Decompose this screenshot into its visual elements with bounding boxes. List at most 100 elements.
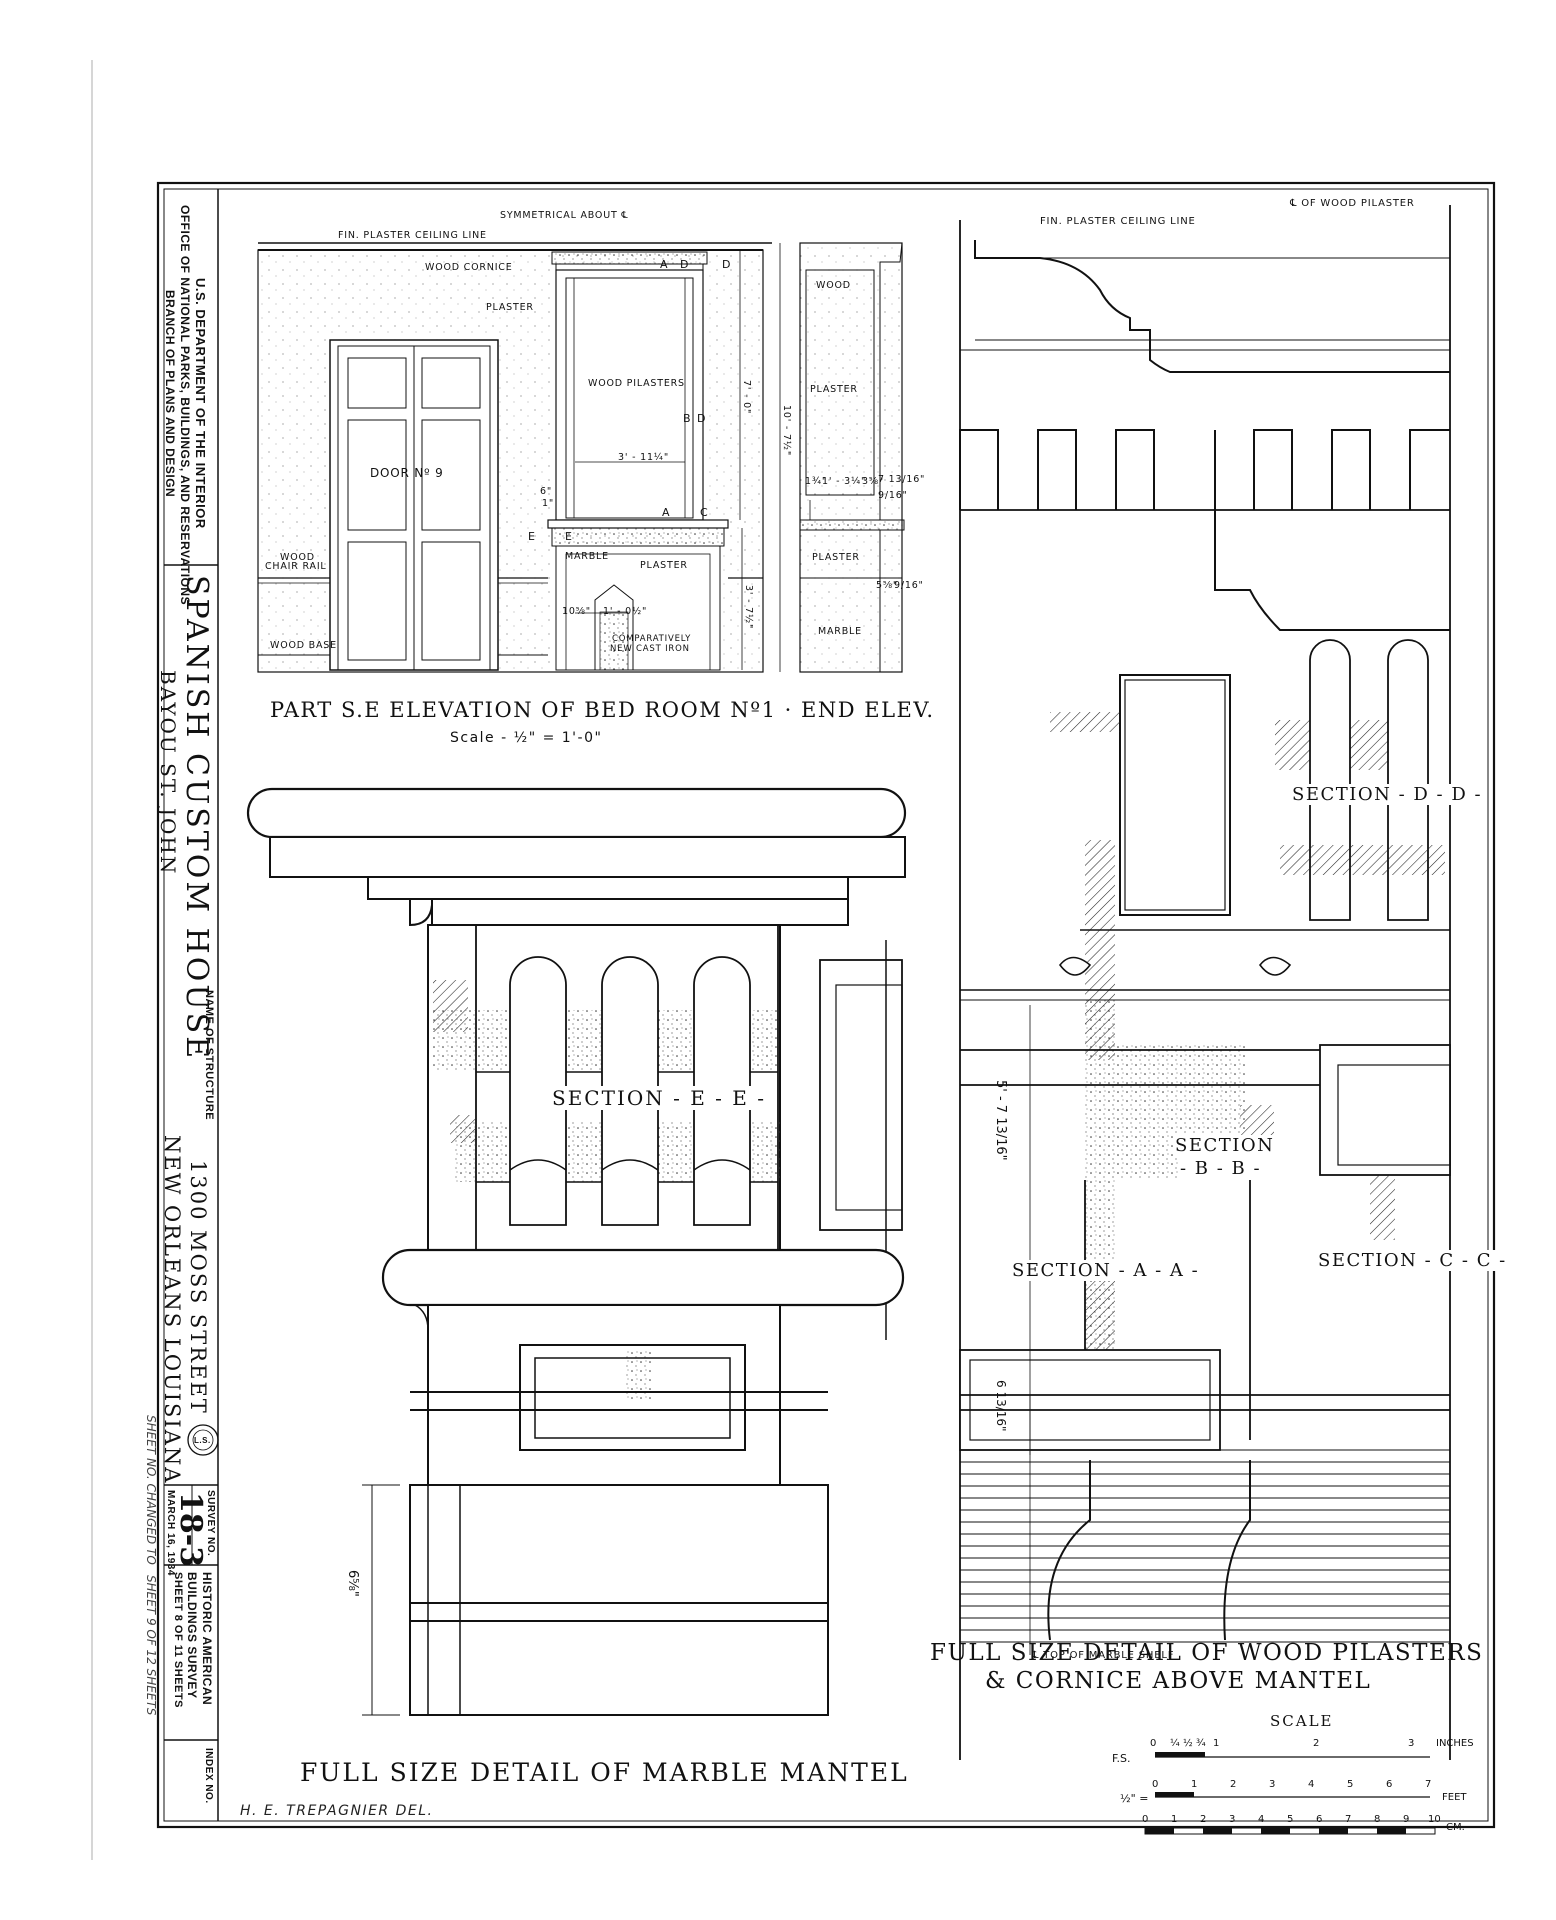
scale-row3-unit: CM. (1446, 1822, 1465, 1833)
pilaster-dim-main: 5' - 7 13/16" (993, 1080, 1008, 1161)
scale-row2-tick-2: 2 (1230, 1779, 1237, 1790)
section-mark-d-mid: D (697, 412, 707, 425)
dim-side-5: 9/16" (878, 490, 908, 501)
index-no-label: INDEX NO. (203, 1748, 214, 1804)
dim-total: 10' - 7½" (781, 405, 792, 456)
dim-mantel: 3' - 7½" (743, 585, 754, 630)
structure-subname: BAYOU ST. JOHN (156, 670, 180, 876)
dim-side-4: 7 13/16" (878, 474, 926, 485)
agency-line-2: OFFICE OF NATIONAL PARKS, BUILDINGS, AND… (178, 205, 192, 606)
scale-row2-tick-4: 4 (1308, 1779, 1315, 1790)
scale-row3-tick-4: 4 (1258, 1814, 1265, 1825)
scale-row1-label: F.S. (1112, 1752, 1131, 1765)
scale-row1-unit: INCHES (1436, 1738, 1474, 1749)
label-wood-cornice: WOOD CORNICE (425, 262, 513, 273)
scale-row3-tick-9: 9 (1403, 1814, 1410, 1825)
dim-small-1: 6" (540, 486, 553, 497)
scale-bars (1144, 1752, 1436, 1835)
label-cast-iron-2: NEW CAST IRON (610, 644, 690, 654)
pilaster-caption-1: FULL SIZE DETAIL OF WOOD PILASTERS (930, 1640, 1484, 1666)
label-wood-base: WOOD BASE (270, 640, 337, 651)
agency-line-1: U.S. DEPARTMENT OF THE INTERIOR (193, 278, 208, 529)
dim-width: 3' - 11¼" (618, 452, 669, 463)
section-aa-label: SECTION - A - A - (1012, 1260, 1200, 1281)
scale-row1-tick-5: 2 (1313, 1738, 1320, 1749)
section-mark-c: C (700, 506, 709, 519)
scale-row2-tick-0: 0 (1152, 1779, 1159, 1790)
pilaster-centerline-label: ℄ OF WOOD PILASTER (1290, 198, 1415, 209)
label-chair-rail-1: WOOD (280, 552, 315, 563)
address-line-1: 1300 MOSS STREET (186, 1160, 210, 1415)
dim-side-6: 5⅝" (876, 580, 899, 591)
scale-row3-tick-5: 5 (1287, 1814, 1294, 1825)
delineator-credit: H. E. TREPAGNIER DEL. (240, 1803, 434, 1819)
section-mark-a-low: A (662, 506, 671, 519)
scale-row2-tick-7: 7 (1425, 1779, 1432, 1790)
mantel-caption: FULL SIZE DETAIL OF MARBLE MANTEL (300, 1758, 909, 1787)
pilaster-ceiling-label: FIN. PLASTER CEILING LINE (1040, 216, 1196, 227)
scale-row1-tick-6: 3 (1408, 1738, 1415, 1749)
scale-row1-tick-4: 1 (1213, 1738, 1220, 1749)
section-bb-label-1: SECTION (1175, 1135, 1275, 1156)
label-plaster-2: PLASTER (640, 560, 688, 571)
elevation-scale-note: Scale - ½" = 1'-0" (450, 730, 603, 746)
scale-row3-tick-3: 3 (1229, 1814, 1236, 1825)
dim-opening-c: 1' - 0½" (603, 606, 648, 617)
section-mark-d-top-2: D (722, 258, 732, 271)
marble-shelf-label: ℄ TOP OF MARBLE SHELF (1032, 1650, 1175, 1661)
pilaster-dim-small: 6 13/16" (994, 1380, 1008, 1432)
scale-row1-tick-2: ½ (1183, 1738, 1193, 1749)
scale-row3-tick-6: 6 (1316, 1814, 1323, 1825)
section-mark-e-right: E (565, 530, 573, 543)
structure-name: SPANISH CUSTOM HOUSE (179, 575, 214, 1062)
label-marble: MARBLE (565, 551, 609, 562)
dim-opening-w: 10⅝" (562, 606, 591, 617)
scale-row3-tick-1: 1 (1171, 1814, 1178, 1825)
scale-row3-tick-10: 10 (1428, 1814, 1441, 1825)
section-mark-d-top: D (680, 258, 690, 271)
pilaster-detail-drawing (959, 205, 1451, 1760)
dim-side-7: 9/16" (894, 580, 924, 591)
label-cast-iron-1: COMPARATIVELY (612, 634, 692, 644)
scale-row3-tick-2: 2 (1200, 1814, 1207, 1825)
agency-line-3: BRANCH OF PLANS AND DESIGN (163, 290, 177, 498)
label-wood-pilasters: WOOD PILASTERS (588, 378, 685, 389)
section-bb-label-2: - B - B - (1180, 1158, 1262, 1179)
scale-row2-tick-3: 3 (1269, 1779, 1276, 1790)
pilaster-caption-2: & CORNICE ABOVE MANTEL (985, 1668, 1372, 1694)
label-symmetrical: SYMMETRICAL ABOUT ℄ (500, 210, 629, 221)
section-mark-e-left: E (528, 530, 536, 543)
elevation-drawing (257, 242, 905, 673)
dim-height: 7' - 0" (741, 380, 752, 415)
dim-side-2: 1' - 3¼" (822, 476, 867, 487)
label-chair-rail-2: CHAIR RAIL (265, 561, 327, 572)
label-door: DOOR Nº 9 (370, 466, 444, 480)
scale-row2-tick-6: 6 (1386, 1779, 1393, 1790)
scale-row2-tick-1: 1 (1191, 1779, 1198, 1790)
scale-row3-tick-8: 8 (1374, 1814, 1381, 1825)
habs-line-3: SHEET 8 OF 11 SHEETS (172, 1572, 184, 1708)
elevation-caption: PART S.E ELEVATION OF BED ROOM Nº1 · END… (270, 698, 935, 722)
label-plaster: PLASTER (486, 302, 534, 313)
mantel-dim: 6⅝" (345, 1570, 360, 1597)
dim-side-1: 1¾" (805, 476, 828, 487)
scale-row1-tick-3: ¾ (1196, 1738, 1206, 1749)
scale-row2-label: ½" = (1120, 1792, 1149, 1805)
handwritten-note-1: SHEET NO. CHANGED TO (144, 1415, 158, 1565)
scale-row2-unit: FEET (1442, 1792, 1467, 1803)
scale-row1-tick-1: ¼ (1170, 1738, 1180, 1749)
section-ee-label: SECTION - E - E - (552, 1086, 766, 1110)
scale-row1-tick-0: 0 (1150, 1738, 1157, 1749)
label-plaster-end-2: PLASTER (812, 552, 860, 563)
section-mark-b: B (683, 412, 692, 425)
section-cc-label: SECTION - C - C - (1318, 1250, 1507, 1271)
scale-row2-tick-5: 5 (1347, 1779, 1354, 1790)
scale-row3-tick-7: 7 (1345, 1814, 1352, 1825)
survey-number: 18-3 (173, 1492, 208, 1568)
label-ceiling-line: FIN. PLASTER CEILING LINE (338, 230, 487, 241)
label-marble-end: MARBLE (818, 626, 862, 637)
scale-title: SCALE (1270, 1712, 1334, 1730)
handwritten-note-2: SHEET 9 OF 12 SHEETS (144, 1575, 158, 1716)
